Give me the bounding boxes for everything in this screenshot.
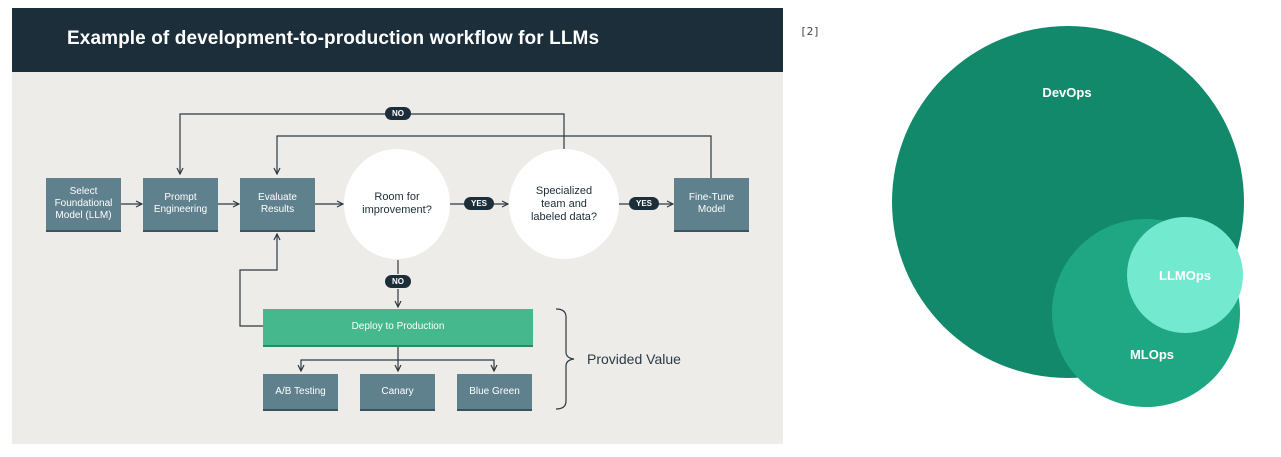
arrow-deploy-to-ab <box>301 359 398 371</box>
blue-green-box: Blue Green <box>457 374 532 409</box>
select-model-label: Select Foundational Model (LLM) <box>54 186 113 221</box>
ab-testing-box: A/B Testing <box>263 374 338 409</box>
ab-testing-label: A/B Testing <box>275 385 326 397</box>
blue-green-label: Blue Green <box>469 385 520 397</box>
mlops-circle <box>1052 219 1240 407</box>
workflow-connectors <box>121 113 712 410</box>
loop-finetune-to-evaluate <box>277 135 712 178</box>
devops-circle <box>892 26 1244 378</box>
fine-tune-box: Fine-Tune Model <box>674 178 749 230</box>
provided-value-label: Provided Value <box>587 351 681 367</box>
canary-box: Canary <box>360 374 435 409</box>
devops-label: DevOps <box>1042 85 1092 100</box>
workflow-header: Example of development-to-production wor… <box>12 8 783 72</box>
specialized-team-label: Specialized team and labeled data? <box>530 184 598 223</box>
mlops-label: MLOps <box>1129 347 1175 362</box>
no-top-pill: NO <box>385 107 411 120</box>
yes-pill-2: YES <box>629 197 659 210</box>
prompt-engineering-box: Prompt Engineering <box>143 178 218 230</box>
workflow-panel: Example of development-to-production wor… <box>12 8 783 444</box>
room-for-improvement-label: Room for improvement? <box>362 191 432 216</box>
provided-value-bracket <box>555 308 575 410</box>
room-for-improvement-circle: Room for improvement? <box>344 149 450 259</box>
evaluate-results-box: Evaluate Results <box>240 178 315 230</box>
arrow-deploy-to-bluegreen <box>398 359 494 371</box>
no-bottom-pill: NO <box>385 275 411 288</box>
workflow-title: Example of development-to-production wor… <box>67 28 600 49</box>
specialized-team-circle: Specialized team and labeled data? <box>509 149 619 259</box>
loop-no-to-prompt <box>180 113 565 174</box>
prompt-engineering-label: Prompt Engineering <box>153 192 208 215</box>
deploy-box: Deploy to Production <box>263 309 533 345</box>
canary-label: Canary <box>381 385 414 397</box>
loop-deploy-to-evaluate <box>239 234 277 327</box>
evaluate-results-label: Evaluate Results <box>258 192 297 215</box>
yes-pill-1: YES <box>464 197 494 210</box>
reference-marker: [2] <box>800 25 820 38</box>
fine-tune-label: Fine-Tune Model <box>688 192 735 215</box>
select-model-box: Select Foundational Model (LLM) <box>46 178 121 230</box>
llmops-label: LLMOps <box>1159 268 1211 283</box>
deploy-label: Deploy to Production <box>351 321 445 332</box>
